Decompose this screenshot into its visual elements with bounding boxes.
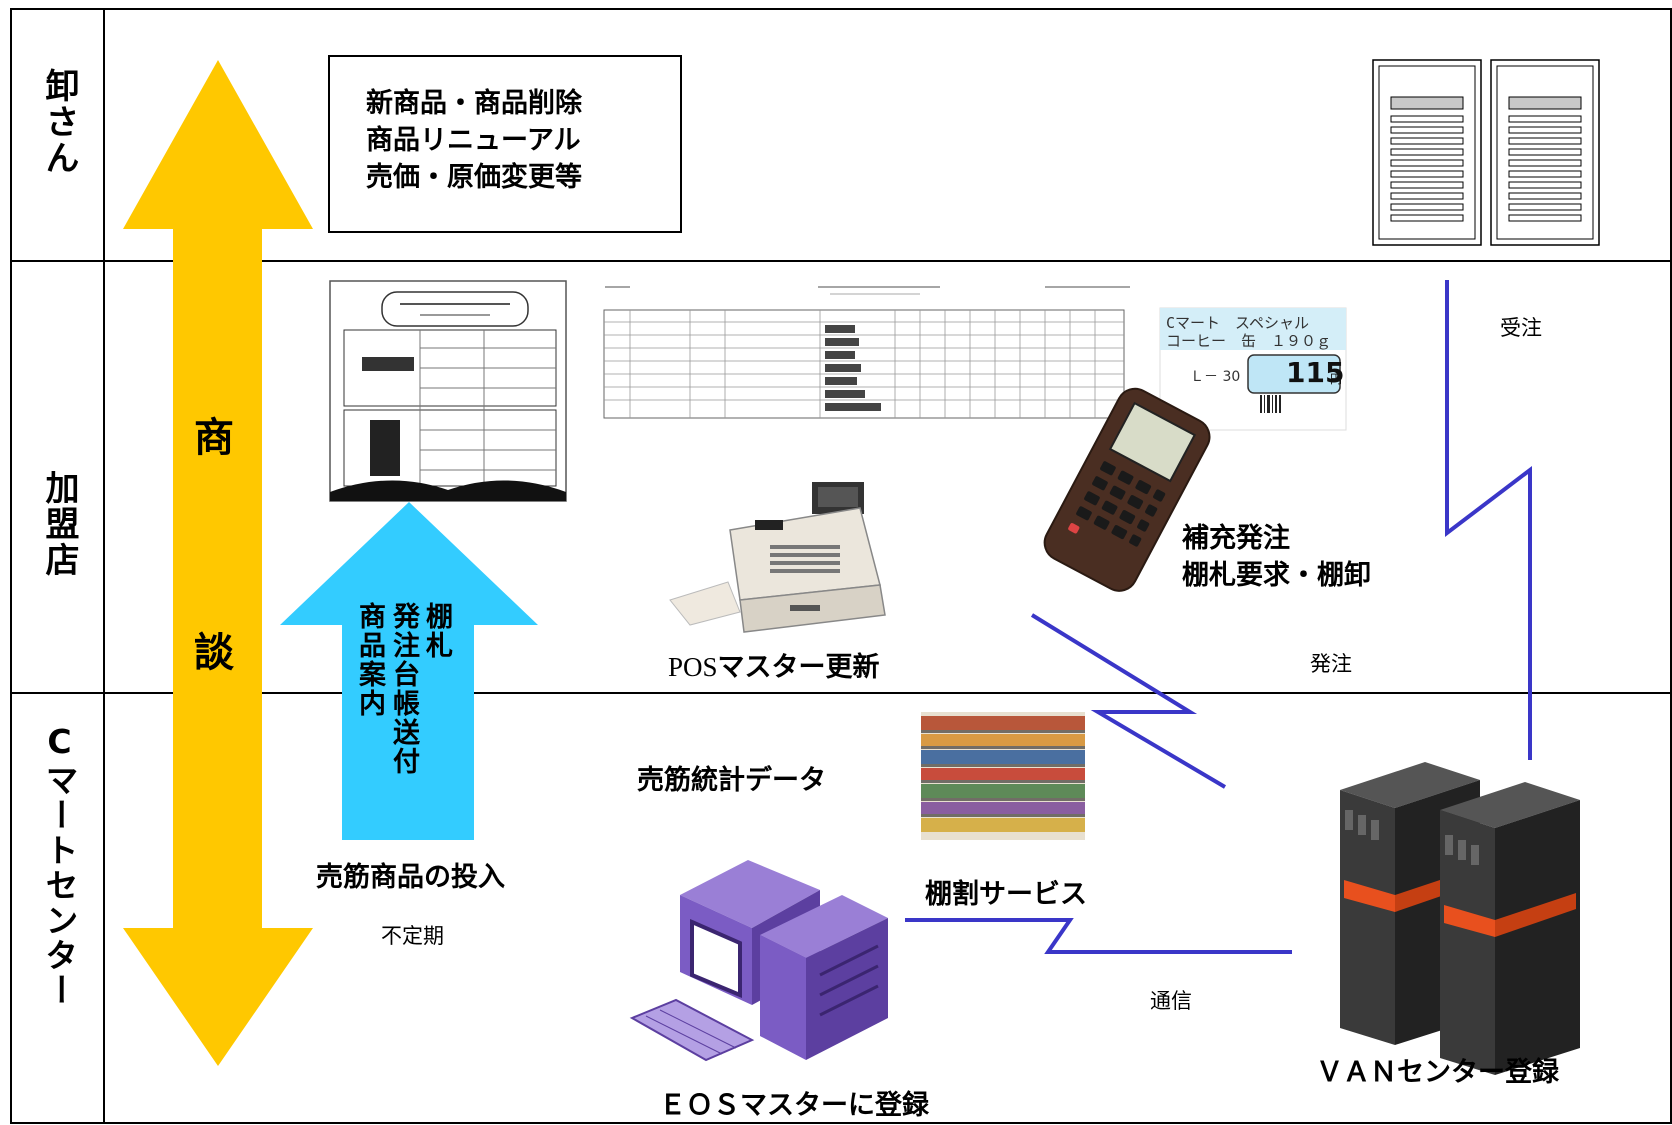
irregular-label: 不定期 xyxy=(381,924,444,948)
shelf-tag-code: Ｌ－ 30 xyxy=(1190,369,1241,385)
lane-label-store: 加盟店 xyxy=(39,470,79,578)
communication-label: 通信 xyxy=(1150,989,1192,1013)
negotiation-double-arrow xyxy=(123,60,313,1066)
lane-label-center: Cマートセンター xyxy=(40,722,79,1008)
order-placed-link xyxy=(1030,613,1227,789)
blue-arrow-text-ledger: 発注台帳送付 xyxy=(388,602,419,776)
product-guide-catalog-icon xyxy=(329,280,567,502)
order-ledger-document-icon xyxy=(600,280,1135,420)
eos-computer-icon xyxy=(629,860,888,1062)
pos-master-prefix: POS xyxy=(668,652,718,682)
shelf-allocation-photo xyxy=(921,712,1085,840)
order-received-link xyxy=(1445,280,1532,760)
pos-master-suffix: マスター更新 xyxy=(717,652,880,683)
blue-up-arrow xyxy=(280,502,538,840)
replenishment-order-label: 補充発注 棚札要求・棚卸 xyxy=(1182,520,1371,594)
info-box-frame xyxy=(328,55,682,233)
order-received-label: 受注 xyxy=(1500,316,1542,340)
negotiation-char-2: 談 xyxy=(194,630,234,676)
communication-link xyxy=(905,918,1292,954)
handheld-terminal-icon xyxy=(1043,387,1211,592)
shelf-tag-line-1: Cマート スペシャル xyxy=(1166,314,1309,332)
replenishment-line-2: 棚札要求・棚卸 xyxy=(1182,560,1371,591)
van-server-icon xyxy=(1340,762,1580,1075)
sales-stats-label: 売筋統計データ xyxy=(637,765,826,796)
replenishment-line-1: 補充発注 xyxy=(1182,523,1290,554)
shelf-tag-price: 115 xyxy=(1286,356,1345,389)
outer-frame xyxy=(10,8,1672,1124)
pos-register-icon xyxy=(669,482,886,633)
shelf-tag-unit: 円 xyxy=(1330,372,1343,386)
info-box-line-1: 新商品・商品削除 xyxy=(366,88,582,119)
blue-arrow-text-product-guide: 商品案内 xyxy=(354,602,385,718)
negotiation-char-1: 商 xyxy=(194,415,234,461)
eos-registration-label: ＥＯＳマスターに登録 xyxy=(659,1090,929,1121)
hot-items-label: 売筋商品の投入 xyxy=(316,862,505,893)
blue-arrow-text-shelf-tag: 棚札 xyxy=(421,602,452,660)
shelf-service-label: 棚割サービス xyxy=(925,879,1087,910)
lane-label-wholesaler: 卸さん xyxy=(39,68,79,176)
shelf-tag-icon xyxy=(1159,307,1347,431)
order-placed-label: 発注 xyxy=(1310,652,1352,676)
info-box-line-3: 売価・原価変更等 xyxy=(366,162,582,193)
wholesaler-server-icon xyxy=(1372,59,1600,246)
pos-master-update-label: POSマスター更新 xyxy=(668,645,880,684)
info-box-text: 新商品・商品削除 商品リニューアル 売価・原価変更等 xyxy=(366,85,582,196)
shelf-tag-line-2: コーヒー 缶 １９０ｇ xyxy=(1166,332,1332,350)
van-registration-label: ＶＡＮセンター登録 xyxy=(1316,1057,1559,1088)
info-box-line-2: 商品リニューアル xyxy=(366,125,581,156)
